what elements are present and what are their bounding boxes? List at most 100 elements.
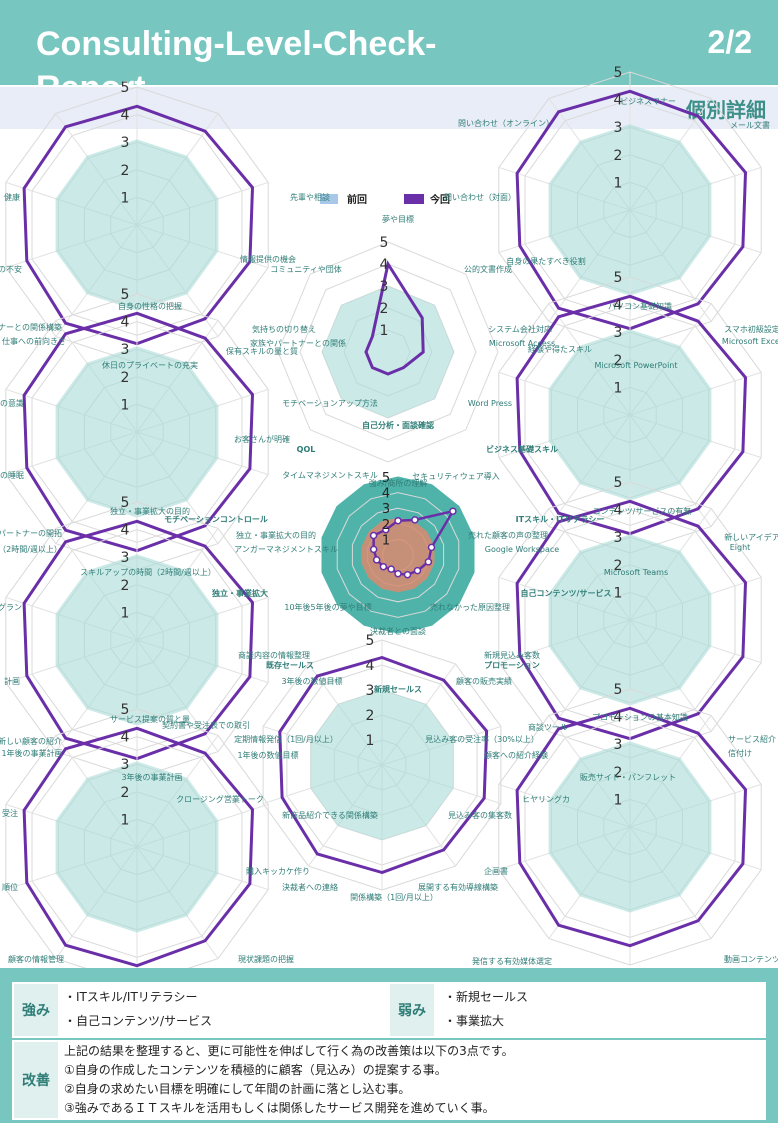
page-number: 2/2: [707, 24, 752, 60]
label-r_top2: メール文書: [730, 120, 770, 130]
label-l_11: グラン: [0, 602, 22, 612]
summary-row-strength-weak: [12, 982, 766, 1038]
radar-right-0-tick-2: 2: [614, 148, 623, 164]
label-l_16: 順位: [2, 882, 18, 892]
radar-center-point: [449, 507, 457, 515]
radar-center-bottom-tick-2: 2: [366, 708, 375, 724]
label-l_14: 1年後の事業計画: [1, 748, 62, 758]
radar-right-3-tick-1: 1: [614, 792, 623, 808]
label-r_l7: Microsoft Excel: [722, 337, 778, 346]
radar-right-2-tick-3: 3: [614, 530, 623, 546]
label-c2_l2: モチベーションコントロール: [164, 515, 268, 524]
radar-right-3-tick-3: 3: [614, 737, 623, 753]
label-l_17: 顧客の情報管理: [8, 954, 64, 964]
weakness-item-2: ・事業拡大: [444, 1014, 505, 1028]
radar-top-tick-2: 2: [380, 301, 389, 317]
legend-current-swatch: [404, 194, 424, 204]
radar-charts: 1234512345123451234512345123451234512345…: [0, 65, 778, 968]
label-c1_tr2: 情報提供の機会: [240, 254, 296, 264]
radar-center-bottom-tick-1: 1: [366, 733, 375, 749]
radar-left-3-tick-1: 1: [121, 812, 130, 828]
radar-center-tick-3: 3: [382, 502, 390, 517]
label-c1_bot: 自己分析・面談確認: [362, 420, 434, 430]
radar-right-1-previous-area: [548, 329, 712, 501]
label-l_8: パートナーの開拓: [0, 528, 62, 538]
label-c4_b1: 企画書: [484, 866, 508, 876]
label-c2_l5: 独立・事業拡大: [211, 588, 268, 598]
radar-left-2-tick-1: 1: [121, 605, 130, 621]
radar-top-tick-4: 4: [380, 257, 389, 273]
label-c4_b5: 購入キッカケ作り: [246, 866, 310, 876]
label-c4_b4: 決裁者への連絡: [282, 882, 338, 892]
radar-right-0-tick-4: 4: [614, 93, 623, 109]
radar-left-1-previous-area: [55, 346, 219, 518]
radar-left-2-tick-2: 2: [121, 578, 130, 594]
label-l_12: 計画: [4, 676, 20, 686]
label-c3_l1: 商談内容の情報整理: [238, 650, 310, 660]
label-c4_l1: 契約書や受注表での取引: [162, 720, 250, 730]
label-c4_l3: 1年後の数値目標: [237, 750, 298, 760]
radar-left-0-tick-4: 4: [121, 108, 130, 124]
radar-left-2-tick-5: 5: [121, 495, 130, 511]
legend-current-label: 今回: [429, 193, 450, 206]
label-r_l14: 信付け: [728, 748, 752, 758]
radar-left-0-tick-1: 1: [121, 190, 130, 206]
radar-center-bottom-tick-5: 5: [366, 633, 375, 649]
label-r_l11: Microsoft Teams: [604, 568, 668, 577]
label-c1_r2: システム会社対応: [488, 324, 552, 334]
label-l_1: 健康: [4, 192, 20, 202]
radar-right-1-tick-2: 2: [614, 353, 623, 369]
radar-left-0-tick-3: 3: [121, 135, 130, 151]
label-c2_r1: セキュリティウェア導入: [412, 471, 500, 481]
radar-left-1-tick-2: 2: [121, 370, 130, 386]
label-c2_l3: 独立・事業拡大の目的: [236, 530, 316, 540]
radar-center-point: [411, 516, 419, 524]
label-c4_b8: サービス提案の質と量: [110, 714, 190, 724]
label-r_l17: 動画コンテンツ: [724, 955, 778, 964]
label-r_l18: 発信する有効媒体選定: [472, 956, 552, 966]
label-l_5: 休日のプライベートの充実: [102, 360, 198, 370]
radar-left-3-grid-5: [5, 708, 269, 968]
improve-label: 改善: [14, 1042, 58, 1118]
label-l_18: 現状課題の把握: [238, 954, 294, 964]
radar-center-point: [369, 545, 378, 554]
label-c3_r2: プロモーション: [484, 660, 540, 670]
radar-right-2-previous-area: [548, 534, 712, 706]
label-c3_l2: 既存セールス: [266, 660, 314, 670]
radar-center-point: [382, 525, 390, 534]
radar-right-3-previous-area: [548, 741, 712, 913]
radar-left-1-tick-1: 1: [121, 397, 130, 413]
label-c2_l4: アンガーマネジメントスキル: [234, 544, 338, 554]
strength-item-1: ・ITスキル/ITリテラシー: [64, 990, 198, 1004]
radar-left-3-tick-4: 4: [121, 730, 130, 746]
radar-left-2-tick-3: 3: [121, 550, 130, 566]
label-r_l5: Microsoft PowerPoint: [595, 361, 678, 370]
radar-left-1-tick-5: 5: [121, 287, 130, 303]
radar-left-3-previous-area: [55, 761, 219, 933]
label-c2_r2: ITスキル・ITリテラシー: [516, 515, 605, 524]
label-l_2: の不安: [0, 264, 22, 274]
label-c4_b6: クロージング営業トーク: [176, 794, 264, 804]
radar-left-3-tick-5: 5: [121, 702, 130, 718]
label-r_l13: サービス紹介: [728, 734, 776, 744]
label-c2_r5: 自己コンテンツ/サービス: [521, 588, 612, 598]
radar-center-point: [424, 558, 433, 566]
radar-right-0-previous-area: [548, 124, 712, 296]
label-r_l2: 自身の果たすべき役割: [506, 256, 585, 266]
strength-label: 強み: [14, 984, 58, 1036]
radar-center-point: [413, 566, 422, 575]
radar-right-0-tick-5: 5: [614, 65, 623, 81]
label-c4_b2: 展開する有効導線構築: [418, 882, 498, 892]
label-l_15: 受注: [2, 808, 18, 818]
radar-right-2-tick-2: 2: [614, 558, 623, 574]
label-c1_l2: 気持ちの切り替え: [252, 324, 316, 334]
label-c1_tr: 問い合わせ（対面）: [444, 192, 516, 202]
improve-item-1: ①自身の作成したコンテンツを積極的に顧客（見込み）の提案する事。: [64, 1063, 447, 1077]
radar-center-bottom-tick-3: 3: [366, 683, 375, 699]
radar-left-0-tick-2: 2: [121, 163, 130, 179]
label-l_6: の意識: [0, 398, 24, 408]
report-title: Consulting-Level-Check-Report: [36, 25, 437, 85]
summary-row-improve: [12, 1040, 766, 1120]
label-r_top: ビジネスマナー: [620, 97, 676, 106]
radar-center-grid-4: [336, 492, 460, 618]
